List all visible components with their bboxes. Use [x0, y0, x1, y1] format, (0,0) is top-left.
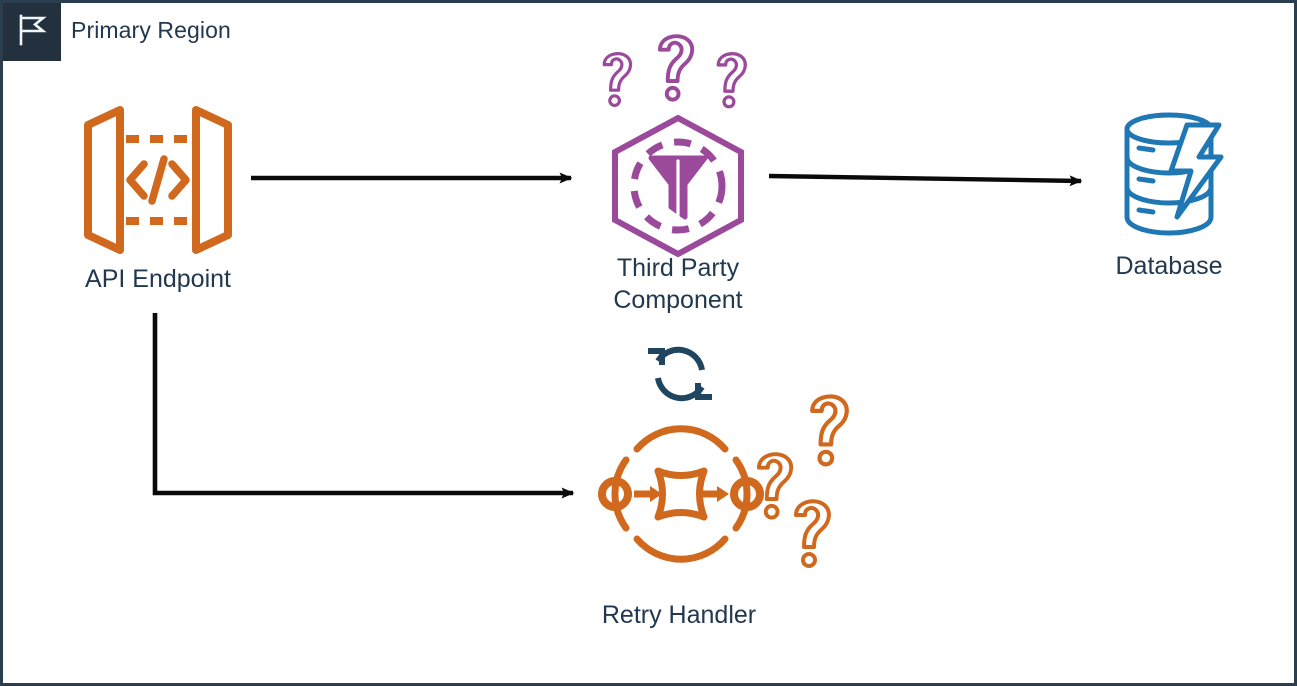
- node-third-party-component[interactable]: Third Party Component: [538, 31, 818, 321]
- connector-api-to-retry-handler: [152, 313, 575, 499]
- flag-icon: [12, 10, 52, 55]
- node-label-retry-handler: Retry Handler: [601, 601, 757, 629]
- node-label-third-party-component: Third Party Component: [613, 254, 743, 314]
- region-title: Primary Region: [71, 17, 231, 43]
- node-database[interactable]: Database: [1069, 103, 1269, 298]
- region-badge: [3, 3, 61, 61]
- node-label-database: Database: [1115, 252, 1223, 280]
- node-api-endpoint[interactable]: API Endpoint: [58, 98, 258, 313]
- node-label-api-endpoint: API Endpoint: [85, 265, 231, 293]
- node-retry-handler[interactable]: Retry Handler: [538, 338, 868, 638]
